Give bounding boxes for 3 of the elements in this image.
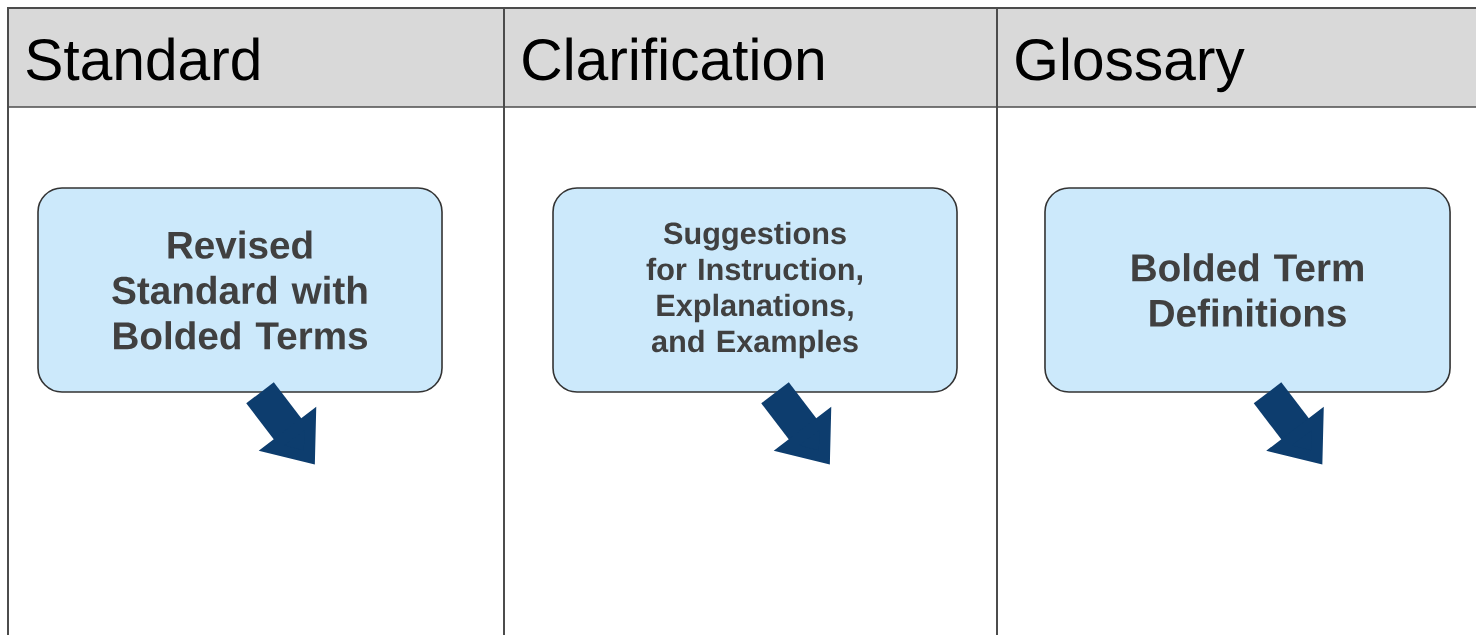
process-box: Suggestions for Instruction, Explanations, and Examples: [552, 187, 958, 393]
process-box: Revised Standard with Bolded Terms: [37, 187, 443, 393]
process-box: Bolded Term Definitions: [1044, 187, 1451, 393]
